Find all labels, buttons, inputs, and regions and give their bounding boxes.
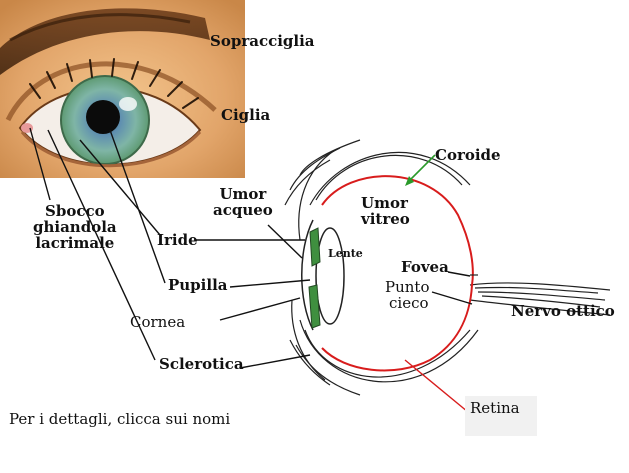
- label-cornea[interactable]: Cornea: [130, 315, 185, 331]
- label-umor-acqueo-line2: acqueo: [213, 203, 273, 219]
- label-umor-vitreo[interactable]: Umor vitreo: [361, 196, 410, 228]
- label-pupilla[interactable]: Pupilla: [168, 278, 228, 294]
- label-umor-vitreo-line2: vitreo: [361, 212, 410, 228]
- label-iride[interactable]: Iride: [157, 233, 198, 249]
- label-fovea[interactable]: Fovea: [401, 260, 449, 276]
- instruction-note: Per i dettagli, clicca sui nomi: [9, 410, 230, 428]
- label-umor-acqueo[interactable]: Umor acqueo: [213, 187, 273, 219]
- label-sbocco-line3: lacrimale: [33, 236, 117, 252]
- label-retina[interactable]: Retina: [470, 401, 520, 417]
- coroide-arrow: [405, 155, 435, 186]
- label-punto-cieco[interactable]: Punto cieco: [385, 280, 429, 312]
- label-sclerotica[interactable]: Sclerotica: [159, 357, 244, 373]
- iris-cross-section: [309, 228, 320, 328]
- label-punto-cieco-line2: cieco: [385, 296, 429, 312]
- label-ciglia[interactable]: Ciglia: [221, 108, 270, 124]
- label-lente[interactable]: Lente: [328, 248, 363, 260]
- label-nervo-ottico[interactable]: Nervo ottico: [511, 304, 615, 320]
- label-sbocco-ghiandola-lacrimale[interactable]: Sbocco ghiandola lacrimale: [33, 204, 117, 251]
- label-coroide[interactable]: Coroide: [435, 148, 501, 164]
- label-sopracciglia[interactable]: Sopracciglia: [210, 34, 315, 50]
